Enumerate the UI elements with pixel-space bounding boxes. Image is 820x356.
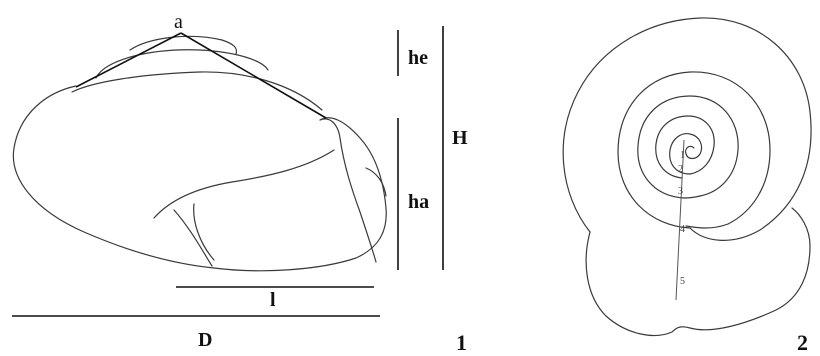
whorl-number-2: 2 [678, 164, 683, 175]
parietal-wall [153, 149, 335, 219]
panel-1-lateral-view: a he ha H l D 1 [12, 11, 468, 355]
shell-height-label: H [452, 127, 468, 149]
panel-2-apical-view: 1 2 3 4 5 2 [562, 17, 812, 355]
whorl-number-1: 1 [680, 150, 685, 161]
aperture-lip-right [365, 167, 387, 197]
columella [173, 209, 213, 267]
aperture-width-label: l [270, 289, 276, 311]
aperture-lobe [585, 207, 811, 337]
apical-angle-left-line [75, 32, 182, 88]
whorl-count-line [675, 139, 685, 301]
spire-height-label: he [408, 47, 428, 69]
apical-angle-right-line [180, 32, 327, 119]
spire-top-whorl [129, 35, 238, 55]
spiral-whorl-2 [637, 95, 739, 229]
aperture-outer-lip [319, 118, 377, 263]
whorl-number-4: 4 [680, 224, 685, 235]
diameter-label: D [198, 329, 212, 351]
whorl-number-3: 3 [678, 186, 683, 197]
spiral-whorl-1 [655, 115, 715, 199]
columellar-fold [193, 203, 215, 261]
spiral-protoconch [669, 133, 703, 175]
panel-2-number: 2 [797, 330, 808, 355]
outer-whorl-outline [562, 17, 812, 241]
spiral-whorl-3 [617, 71, 771, 229]
panel-1-number: 1 [456, 330, 467, 355]
whorl-number-5: 5 [680, 276, 685, 287]
body-whorl-suture [71, 71, 323, 111]
apex-label: a [174, 11, 183, 33]
aperture-height-label: ha [408, 191, 429, 213]
body-whorl-outline [12, 85, 387, 272]
spire-second-whorl [95, 49, 269, 79]
